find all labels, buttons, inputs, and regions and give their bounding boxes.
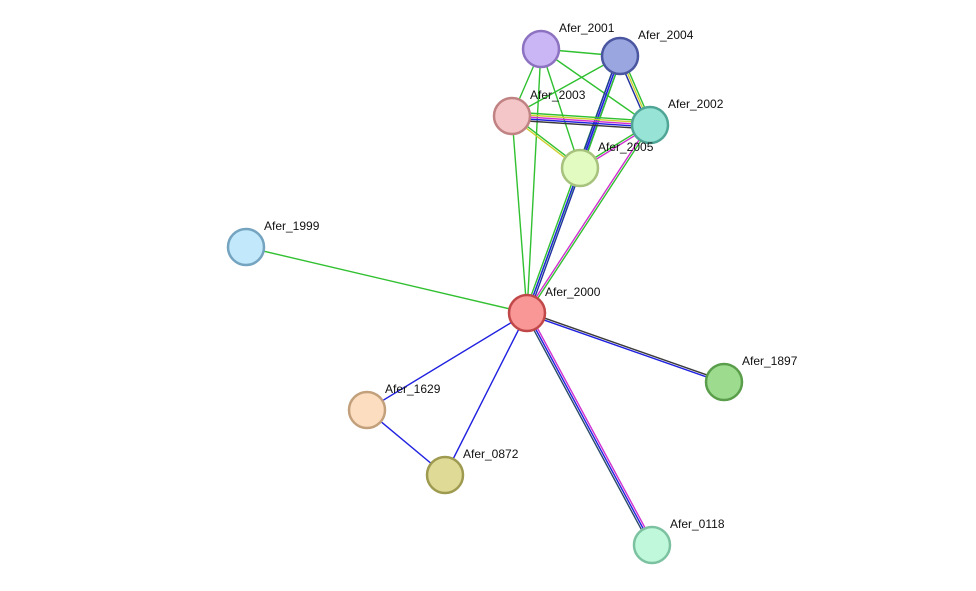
- node-circle-Afer_2001[interactable]: [521, 29, 561, 69]
- node-label-Afer_1999: Afer_1999: [264, 219, 320, 233]
- node-circle-Afer_2000[interactable]: [507, 293, 547, 333]
- node-circle-Afer_1999[interactable]: [226, 227, 266, 267]
- node-label-Afer_1897: Afer_1897: [742, 354, 798, 368]
- edge-Afer_2004-Afer_2005-2: [577, 55, 619, 168]
- edge-Afer_2000-Afer_0118-0: [528, 311, 655, 545]
- node-Afer_1897[interactable]: Afer_1897: [704, 354, 798, 402]
- edge-Afer_2000-Afer_1999-0: [245, 246, 528, 314]
- edge-Afer_2004-Afer_2003-0: [511, 55, 621, 117]
- node-Afer_1999[interactable]: Afer_1999: [226, 219, 320, 267]
- node-Afer_0118[interactable]: Afer_0118: [632, 517, 725, 565]
- edge-Afer_2000-Afer_1897-1: [526, 313, 724, 384]
- node-label-Afer_2004: Afer_2004: [638, 28, 694, 42]
- node-circle-Afer_1897[interactable]: [704, 362, 744, 402]
- node-circle-Afer_0118[interactable]: [632, 525, 672, 565]
- edge-Afer_2000-Afer_0872-0: [444, 312, 528, 476]
- edge-Afer_2003-Afer_2002-3: [511, 117, 650, 128]
- node-circle-Afer_0872[interactable]: [425, 455, 465, 495]
- node-circle-Afer_2005[interactable]: [560, 148, 600, 188]
- node-label-Afer_2003: Afer_2003: [530, 88, 586, 102]
- node-Afer_2000[interactable]: Afer_2000: [507, 285, 601, 333]
- edge-Afer_2001-Afer_2002-0: [540, 48, 651, 126]
- edge-Afer_2000-Afer_2002-0: [525, 124, 650, 313]
- edge-Afer_2000-Afer_1629-0: [366, 312, 528, 411]
- edge-Afer_2003-Afer_2002-1: [512, 113, 651, 124]
- edge-Afer_2000-Afer_2001-0: [526, 48, 542, 314]
- node-label-Afer_1629: Afer_1629: [385, 382, 441, 396]
- node-Afer_2005[interactable]: Afer_2005: [560, 140, 654, 188]
- edge-Afer_2000-Afer_1897-0: [527, 311, 725, 382]
- edge-Afer_2000-Afer_2003-0: [511, 115, 528, 314]
- node-label-Afer_0118: Afer_0118: [670, 517, 725, 531]
- edge-Afer_2000-Afer_0118-1: [526, 312, 653, 546]
- edge-Afer_2004-Afer_2005-1: [579, 55, 621, 169]
- node-circle-Afer_2003[interactable]: [492, 96, 532, 136]
- edge-Afer_2003-Afer_2002-4: [511, 119, 650, 130]
- node-Afer_2002[interactable]: Afer_2002: [630, 97, 724, 145]
- node-Afer_2001[interactable]: Afer_2001: [521, 21, 615, 69]
- node-label-Afer_2000: Afer_2000: [545, 285, 601, 299]
- edge-Afer_2000-Afer_0118-2: [524, 313, 651, 547]
- edge-Afer_2000-Afer_2002-1: [527, 125, 652, 314]
- node-circle-Afer_2004[interactable]: [600, 36, 640, 76]
- node-circle-Afer_1629[interactable]: [347, 390, 387, 430]
- edge-Afer_2001-Afer_2005-0: [540, 48, 581, 169]
- edge-Afer_2003-Afer_2002-0: [512, 111, 651, 122]
- node-label-Afer_2001: Afer_2001: [559, 21, 615, 35]
- node-Afer_1629[interactable]: Afer_1629: [347, 382, 441, 430]
- node-Afer_0872[interactable]: Afer_0872: [425, 447, 519, 495]
- node-label-Afer_2002: Afer_2002: [668, 97, 724, 111]
- node-label-Afer_0872: Afer_0872: [463, 447, 519, 461]
- edge-Afer_2004-Afer_2005-0: [581, 56, 623, 169]
- node-Afer_2004[interactable]: Afer_2004: [600, 28, 694, 76]
- edge-Afer_2003-Afer_2002-2: [511, 115, 651, 126]
- node-label-Afer_2005: Afer_2005: [598, 140, 654, 154]
- node-circle-Afer_2002[interactable]: [630, 105, 670, 145]
- node-Afer_2003[interactable]: Afer_2003: [492, 88, 586, 136]
